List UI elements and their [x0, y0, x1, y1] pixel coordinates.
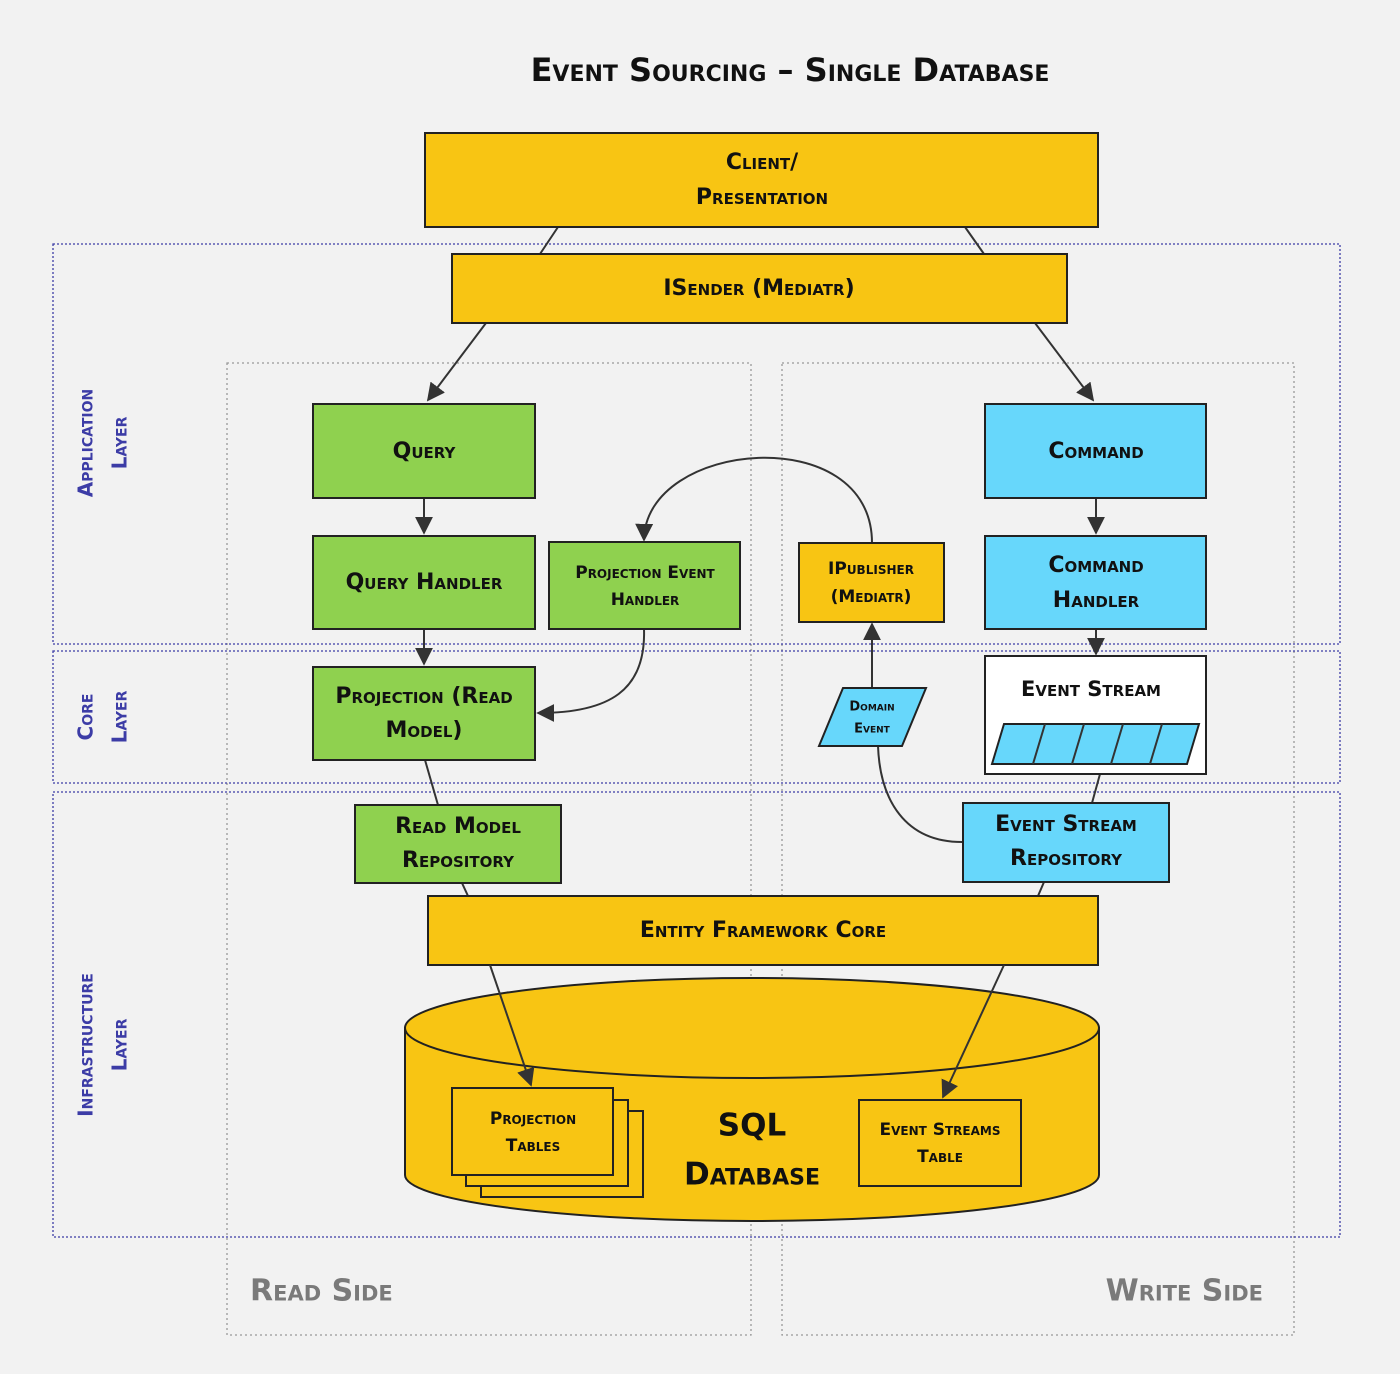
diagram-title: Event Sourcing – Single Database — [531, 51, 1050, 89]
sql-database-label-1: SQL — [718, 1108, 786, 1144]
efcore-to-projection-tables-arrow — [489, 964, 535, 1087]
command-label: Command — [1048, 439, 1143, 464]
infrastructure-layer-label-1: Infrastructure — [74, 973, 98, 1117]
event-streams-table-label-1: Event Streams — [880, 1120, 1001, 1140]
core-layer-label-2: Layer — [108, 690, 132, 743]
client-label-2: Presentation — [696, 185, 828, 210]
query-box — [312, 403, 536, 499]
read-model-repository-label-2: Repository — [402, 848, 515, 873]
command-handler-box — [984, 535, 1207, 630]
projection-label-1: Projection (Read — [335, 684, 512, 709]
query-handler-label: Query Handler — [346, 570, 503, 595]
command-box — [984, 403, 1207, 499]
projection-tables-label-1: Projection — [490, 1109, 576, 1129]
isender-box — [451, 253, 1068, 324]
query-handler-box — [312, 535, 536, 630]
read-model-repository-label-1: Read Model — [395, 814, 521, 839]
infrastructure-layer-label-2: Layer — [108, 1018, 132, 1071]
infrastructure-layer-band — [52, 791, 1341, 1238]
sql-database-label-2: Database — [684, 1157, 820, 1193]
client-to-isender-right — [964, 226, 985, 255]
projection-tables-box — [451, 1087, 614, 1176]
application-layer-label-1: Application — [74, 389, 98, 498]
ipublisher-label-2: (Mediatr) — [831, 587, 912, 607]
read-side-container — [226, 362, 752, 1336]
command-handler-label-2: Handler — [1053, 588, 1140, 613]
write-side-label: Write Side — [1106, 1274, 1263, 1309]
client-presentation-box — [424, 132, 1099, 228]
peh-to-projection-arrow — [536, 628, 646, 722]
domain-event-label-1: Domain — [849, 700, 894, 715]
client-to-isender-left — [539, 226, 559, 255]
read-model-repository-box — [354, 804, 562, 884]
isender-to-command-arrow — [1034, 322, 1095, 402]
readrepo-to-efcore — [461, 882, 469, 897]
projection-event-handler-label-2: Handler — [611, 590, 680, 610]
projection-read-model-box — [312, 666, 536, 761]
application-layer-band — [52, 243, 1341, 645]
eventstream-to-esrepo — [1091, 773, 1101, 804]
projection-event-handler-label-1: Projection Event — [575, 563, 715, 583]
ipublisher-to-peh-arrow — [635, 456, 873, 544]
event-stream-repository-label-2: Repository — [1010, 846, 1123, 871]
event-stream-label: Event Stream — [1021, 677, 1161, 701]
core-layer-label-1: Core — [74, 694, 98, 741]
event-stream-repository-box — [962, 802, 1170, 883]
query-label: Query — [393, 439, 457, 464]
projection-event-handler-box — [548, 541, 741, 630]
isender-to-query-arrow — [426, 322, 487, 402]
application-layer-label-2: Layer — [108, 416, 132, 469]
event-streams-table-box — [858, 1099, 1022, 1187]
entity-framework-core-label: Entity Framework Core — [640, 918, 886, 943]
domain-event-shape — [817, 687, 928, 747]
isender-label: ISender (Mediatr) — [663, 276, 854, 301]
esrepo-to-domainevent — [877, 745, 963, 843]
esrepo-to-efcore — [1037, 881, 1045, 897]
write-side-container — [781, 362, 1295, 1336]
projection-to-readrepo — [424, 759, 439, 806]
entity-framework-core-box — [427, 895, 1099, 966]
client-label-1: Client/ — [726, 150, 799, 175]
command-handler-label-1: Command — [1048, 553, 1143, 578]
ipublisher-box — [798, 542, 945, 623]
core-layer-band — [52, 650, 1341, 784]
read-side-label: Read Side — [250, 1274, 393, 1309]
event-stream-repository-label-1: Event Stream — [995, 812, 1137, 837]
projection-tables-label-2: Tables — [506, 1136, 561, 1156]
event-streams-table-label-2: Table — [917, 1147, 963, 1167]
projection-label-2: Model) — [386, 718, 463, 743]
ipublisher-label-1: IPublisher — [828, 559, 914, 579]
domain-event-label-2: Event — [854, 722, 891, 737]
event-stream-segments-icon — [990, 723, 1201, 765]
efcore-to-event-streams-table-arrow — [941, 964, 1005, 1099]
